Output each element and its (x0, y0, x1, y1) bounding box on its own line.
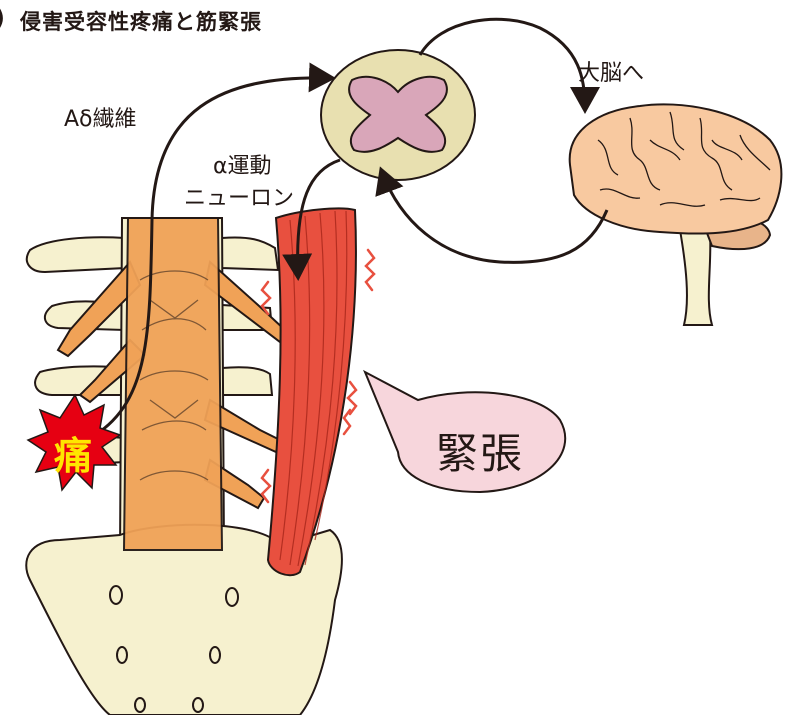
brain (570, 104, 782, 325)
tension-label: 緊張 (436, 420, 524, 481)
a-delta-fiber-label: Aδ繊維 (64, 101, 137, 133)
vertebra-process-left-1 (27, 237, 125, 272)
spinal-cord-orange (124, 218, 222, 550)
erector-muscle (268, 208, 356, 575)
muscle (268, 208, 356, 575)
cerebrum (570, 104, 782, 233)
alpha-motor-label-line1: α運動 (213, 148, 272, 180)
zigzag (366, 250, 374, 290)
vertebra-process-right-3 (222, 367, 272, 395)
zigzag (262, 470, 270, 502)
alpha-motor-label-line2: ニューロン (184, 180, 294, 212)
vertebra-process-right-1 (222, 237, 278, 270)
diagram-title: 侵害受容性疼痛と筋緊張 (20, 6, 262, 36)
pain-label: 痛 (54, 425, 92, 480)
brainstem (680, 230, 712, 325)
spinal-cord-cross-section (321, 50, 475, 180)
to-brain-label: 大脳へ (578, 55, 644, 87)
title-bracket: ) (0, 4, 5, 32)
